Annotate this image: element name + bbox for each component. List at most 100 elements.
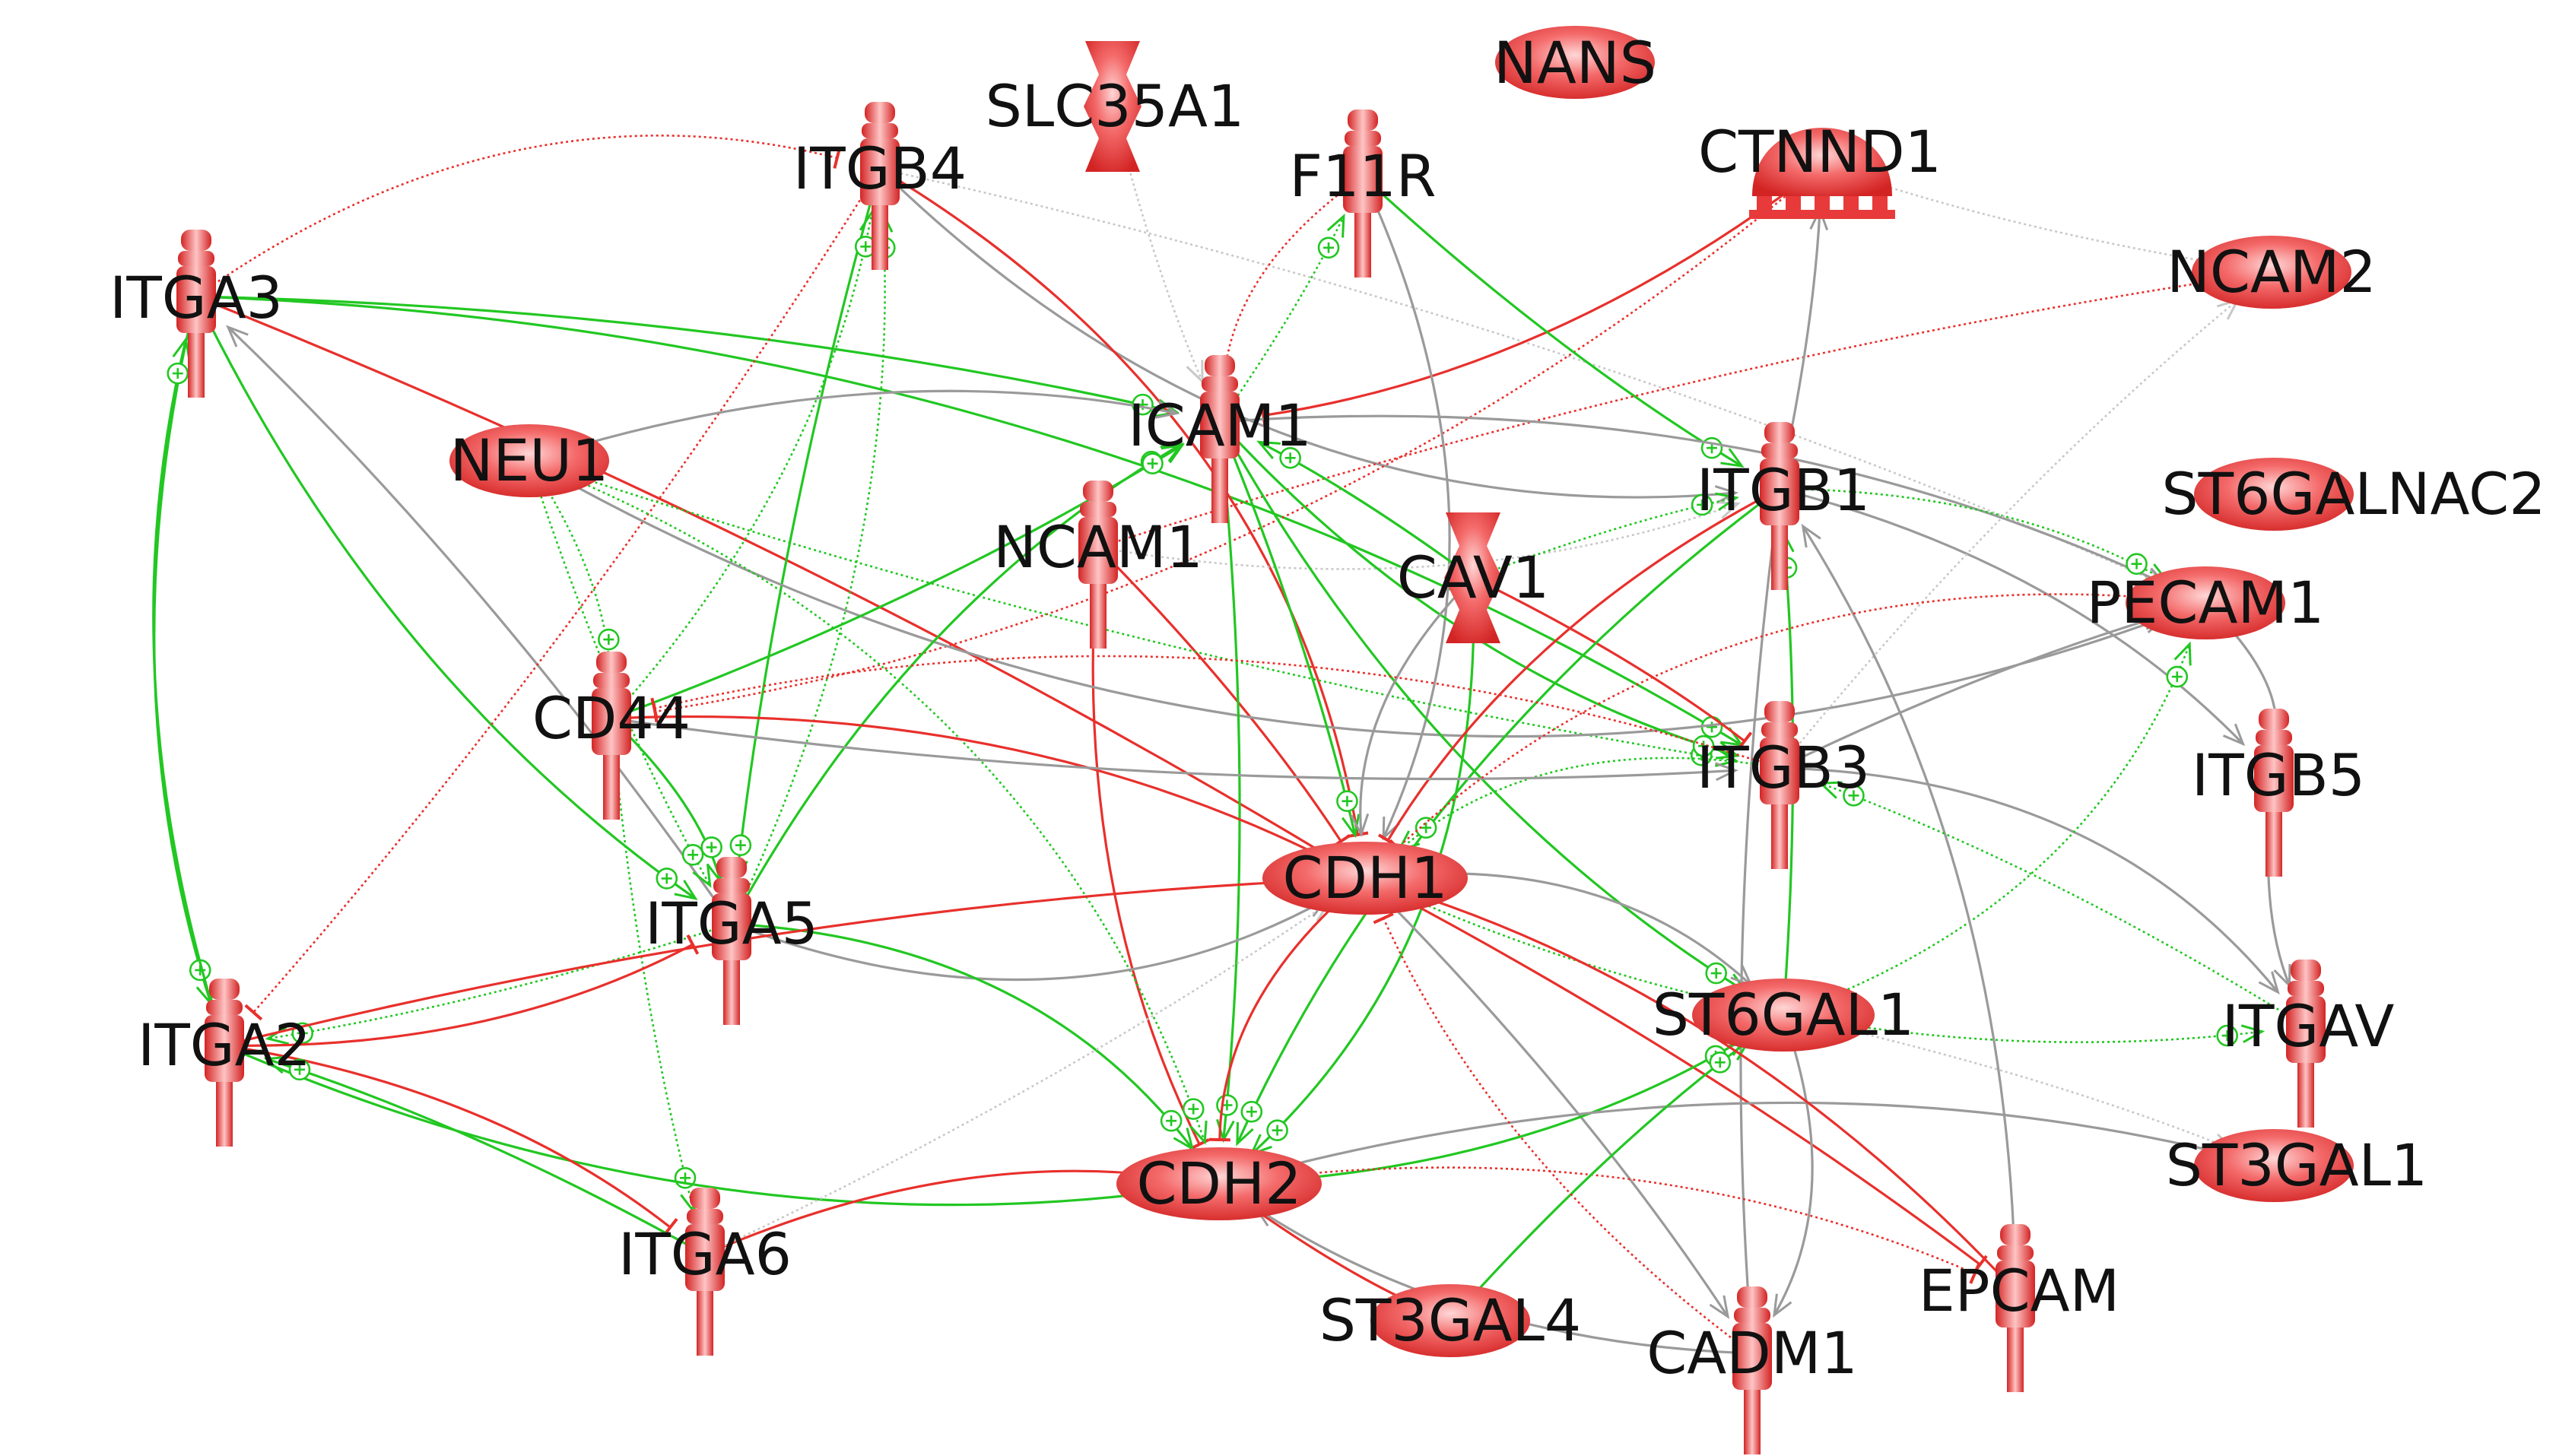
receptor-cap (1764, 422, 1795, 443)
arrow-head (1720, 448, 1745, 468)
node-itga6[interactable] (685, 1188, 725, 1356)
node-st3gal1[interactable] (2194, 1129, 2354, 1202)
node-itgb5[interactable] (2254, 709, 2294, 877)
edge-line (529, 459, 2164, 738)
node-ncam1[interactable] (1078, 481, 1118, 649)
node-label-nans: NANS (1494, 29, 1656, 97)
edge-itga5-itgb4 (730, 210, 896, 925)
node-itgb1[interactable] (1760, 422, 1799, 590)
receptor-ring (1997, 1245, 2034, 1261)
edge-line (195, 295, 1743, 747)
edge-line (1386, 487, 1780, 842)
receptor-stem (723, 960, 740, 1025)
edge-line (731, 922, 1194, 1150)
arrow-head (674, 880, 698, 900)
node-label-st6galnac2: ST6GALNAC2 (2161, 460, 2545, 528)
receptor-body (1078, 517, 1118, 584)
receptor-ring (1080, 502, 1116, 517)
edge-line (1406, 890, 2017, 1293)
edge-line (1783, 643, 2191, 1017)
node-label-itga3: ITGA3 (110, 264, 283, 331)
edge-neu1-cdh2 (529, 459, 1208, 1145)
receptor-ring (206, 1000, 243, 1015)
edge-line (1739, 488, 1781, 1310)
edge-cd44-itgb4 (611, 209, 878, 719)
plus-sign (297, 1027, 308, 1039)
node-itga5[interactable] (712, 857, 751, 1025)
dome-body (1752, 128, 1892, 196)
node-itga2[interactable] (205, 979, 244, 1147)
arrow-head (1256, 440, 1281, 459)
edge-line (1773, 1014, 1814, 1316)
edge-cd44-itga5 (610, 717, 725, 884)
node-label-ctnnd1: CTNND1 (1698, 118, 1942, 186)
edge-itgb1-cdh2 (1236, 487, 1780, 1147)
edge-itgb4-itga2 (244, 168, 881, 1021)
node-itgb3[interactable] (1760, 701, 1799, 869)
node-label-cd44: CD44 (532, 684, 691, 752)
plus-sign (1342, 795, 1353, 807)
receptor-ring (1202, 376, 1238, 392)
arrow-head (1715, 762, 1738, 782)
node-ellipse (2194, 458, 2354, 531)
edge-line (1218, 1101, 2231, 1185)
plus-sign (1848, 790, 1859, 801)
node-itgb4[interactable] (860, 102, 900, 270)
edge-neu1-itgb3 (529, 459, 1739, 767)
node-neu1[interactable] (449, 424, 609, 497)
node-nans[interactable] (1495, 26, 1655, 99)
node-icam1[interactable] (1200, 355, 1240, 523)
receptor-cap (1348, 109, 1378, 131)
receptor-body (1760, 738, 1799, 804)
receptor-stem (1744, 1390, 1761, 1454)
node-ctnnd1[interactable] (1749, 128, 1895, 219)
receptor-cap (209, 979, 240, 1000)
inhibition-bar (833, 147, 842, 169)
receptor-ring (1761, 443, 1798, 458)
receptor-body (2286, 996, 2326, 1063)
edge-itga3-itgb3 (195, 295, 1745, 747)
receptor-ring (1761, 722, 1798, 738)
inhibition-bar (244, 1004, 263, 1021)
node-cdh1[interactable] (1262, 842, 1468, 915)
edge-line (227, 326, 733, 925)
edge-itga5-itga3 (226, 325, 733, 925)
receptor-cap (716, 857, 747, 878)
node-cadm1[interactable] (1732, 1286, 1772, 1454)
plus-sign (735, 839, 746, 851)
receptor-stem (216, 1082, 233, 1147)
node-label-itgb3: ITGB3 (1697, 734, 1870, 801)
edge-line (195, 135, 838, 298)
node-st3gal4[interactable] (1370, 1284, 1530, 1357)
edge-line (735, 168, 881, 880)
edge-itgb4-cdh1 (879, 167, 1369, 839)
node-itga3[interactable] (176, 230, 216, 398)
receptor-body (176, 266, 216, 333)
node-cav1[interactable] (1444, 512, 1502, 643)
edge-cav1-icam1 (1256, 440, 1474, 579)
edge-line (611, 715, 1326, 860)
node-f11r[interactable] (1343, 109, 1383, 278)
node-slc35a1[interactable] (1084, 41, 1141, 172)
arrow-head (1189, 1120, 1208, 1145)
node-itgav[interactable] (2286, 960, 2326, 1128)
arrow-head (1186, 360, 1204, 385)
node-ncam2[interactable] (2192, 236, 2351, 309)
plus-sign (294, 1064, 306, 1075)
receptor-cap (2000, 1224, 2031, 1245)
edge-icam1-f11r (1218, 213, 1345, 423)
edge-cdh2-epcam (1218, 1166, 1981, 1284)
receptor-stem (1771, 525, 1788, 590)
receptor-ring (2256, 730, 2292, 745)
plus-sign (1710, 968, 1722, 979)
node-pecam1[interactable] (2126, 566, 2285, 639)
node-epcam[interactable] (1996, 1224, 2035, 1392)
node-st6gal1[interactable] (1692, 979, 1875, 1052)
node-cd44[interactable] (592, 652, 631, 820)
edge-line (529, 459, 1736, 762)
receptor-stem (2007, 1328, 2024, 1392)
node-st6galnac2[interactable] (2194, 458, 2354, 531)
node-cdh2[interactable] (1116, 1147, 1322, 1220)
